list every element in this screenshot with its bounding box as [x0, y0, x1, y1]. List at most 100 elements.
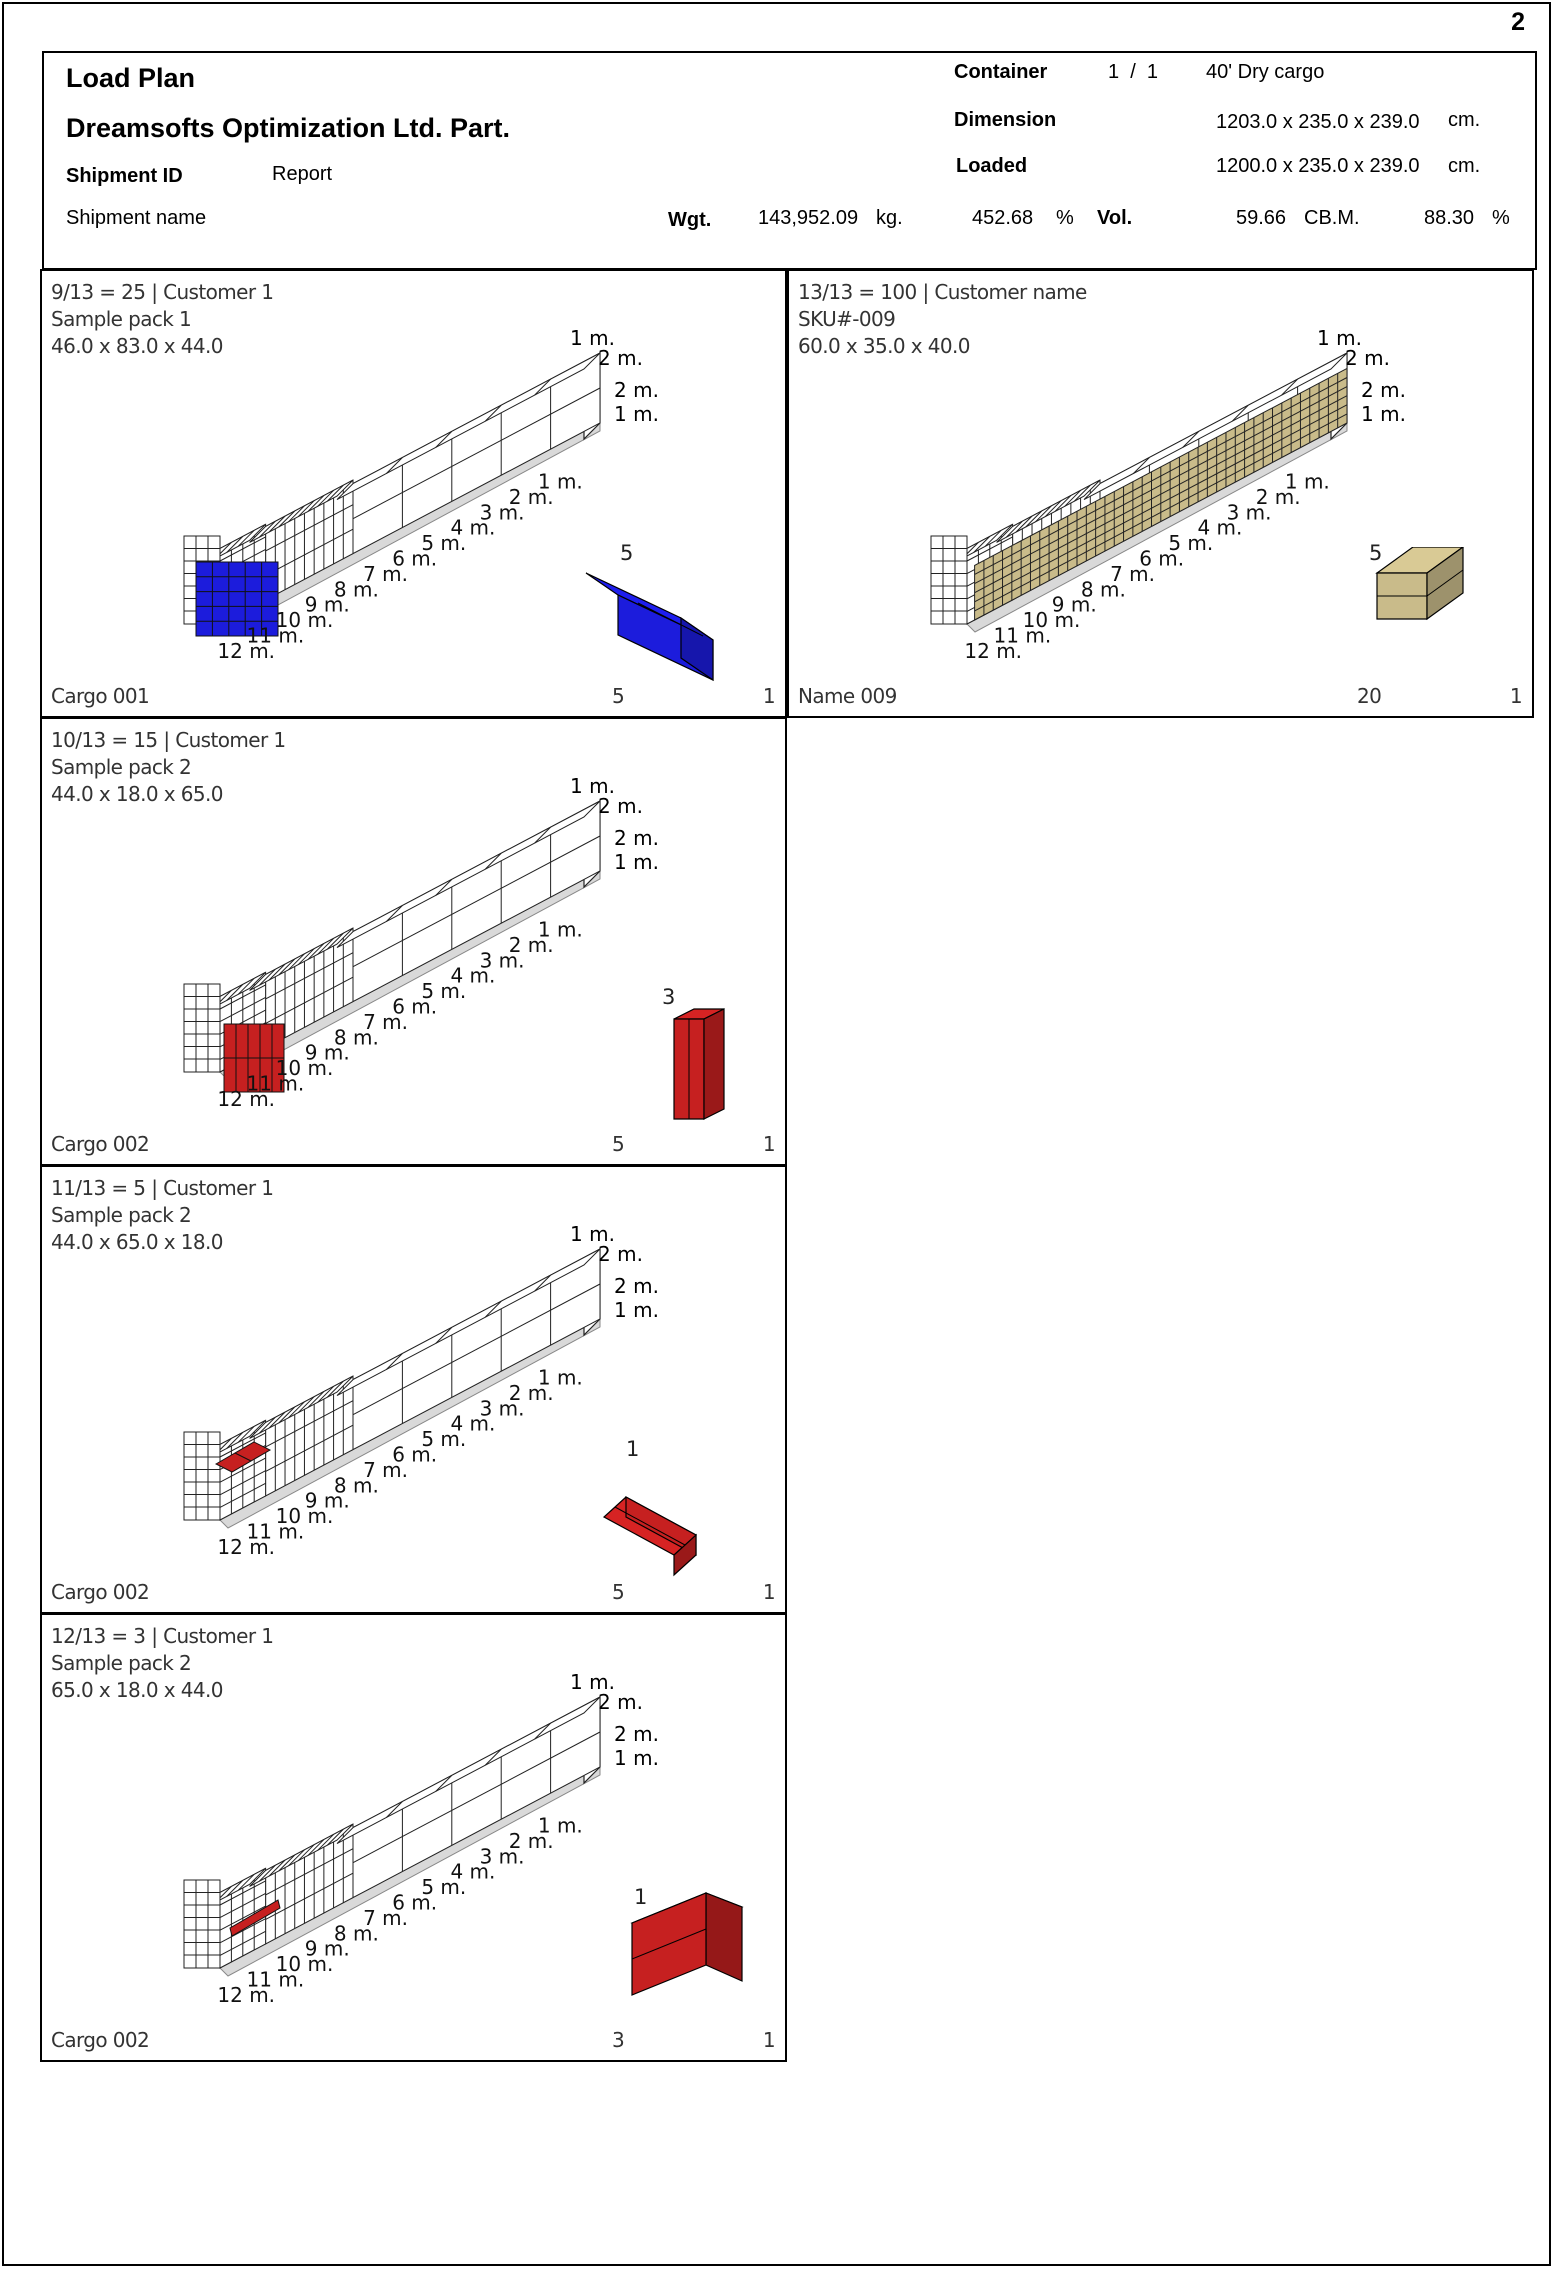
highlight-cargo-block	[229, 1899, 281, 1937]
cargo-quantity: 20	[1357, 684, 1382, 708]
length-tick-label: 9 m.	[305, 593, 350, 617]
cargo-side-near-grid	[219, 1482, 266, 1508]
container-3d-view: 1 m.2 m.3 m.4 m.5 m.6 m.7 m.8 m.9 m.10 m…	[930, 326, 1406, 663]
cargo-top-far	[336, 352, 601, 501]
cargo-sequence: 9/13 = 25 | Customer 1	[51, 280, 274, 304]
length-tick-label: 11 m.	[247, 624, 305, 648]
height-tick-label: 2 m.	[614, 826, 659, 850]
length-tick-label: 12 m.	[217, 639, 275, 663]
cargo-sequence: 10/13 = 15 | Customer 1	[51, 728, 286, 752]
length-tick-label: 2 m.	[509, 933, 554, 957]
cargo-top-mid-grid	[258, 968, 276, 986]
cargo-panel-5: 1 m.2 m.3 m.4 m.5 m.6 m.7 m.8 m.9 m.10 m…	[40, 1613, 787, 2062]
report-header: Load Plan Dreamsofts Optimization Ltd. P…	[42, 51, 1537, 270]
cargo-top-far-grid	[435, 1327, 453, 1344]
length-tick-label: 5 m.	[421, 979, 466, 1003]
width-tick-label: 2 m.	[598, 1690, 643, 1714]
cargo-side-far-grid	[352, 387, 601, 520]
cargo-top-near-grid	[237, 1873, 255, 1891]
shipment-id-label: Shipment ID	[66, 165, 183, 187]
length-tick-label: 6 m.	[392, 1443, 437, 1467]
cargo-quantity: 5	[612, 684, 625, 708]
cargo-top-near-grid	[973, 535, 991, 553]
volume-value: 59.66	[1236, 207, 1287, 229]
cargo-top-mid-grid	[288, 953, 305, 971]
weight-percent-unit: %	[1056, 207, 1074, 229]
cargo-top-mid-grid	[1044, 500, 1062, 518]
length-tick-label: 10 m.	[276, 1504, 334, 1528]
cargo-top-mid-grid	[297, 1844, 315, 1862]
length-tick-label: 8 m.	[334, 1025, 379, 1049]
cargo-side-far-grid	[352, 835, 601, 968]
cargo-top-far-grid	[1182, 431, 1200, 448]
cargo-top-mid-grid	[317, 1386, 334, 1403]
cargo-dimensions: 60.0 x 35.0 x 40.0	[798, 334, 971, 358]
height-tick-label: 1 m.	[614, 1746, 659, 1770]
cargo-top-mid-grid	[288, 505, 305, 523]
length-tick-label: 7 m.	[363, 1010, 408, 1034]
cargo-box-preview	[602, 1495, 698, 1577]
box-side	[705, 1892, 743, 1982]
cargo-dimensions: 44.0 x 65.0 x 18.0	[51, 1230, 224, 1254]
box-divider	[614, 1506, 686, 1546]
highlight-cargo-side-grid	[974, 413, 1348, 612]
page-number: 2	[1511, 8, 1525, 36]
length-tick-label: 3 m.	[1227, 500, 1272, 524]
container-3d-view: 1 m.2 m.3 m.4 m.5 m.6 m.7 m.8 m.9 m.10 m…	[183, 774, 659, 1111]
container-label: Container	[954, 61, 1048, 83]
cargo-side-near-grid	[219, 1930, 266, 1956]
cargo-top-far-grid	[386, 1801, 403, 1818]
length-tick-label: 9 m.	[305, 1041, 350, 1065]
cargo-top-mid-grid	[278, 958, 296, 976]
cargo-top-mid-grid	[326, 484, 344, 502]
height-tick-label: 1 m.	[1361, 402, 1406, 426]
height-tick-label: 2 m.	[1361, 378, 1406, 402]
cargo-top-far-grid	[534, 1274, 551, 1292]
length-tick-label: 4 m.	[1197, 516, 1242, 540]
cargo-side-near-grid	[219, 984, 266, 1010]
cargo-top-near-grid	[237, 1425, 255, 1443]
cargo-dimensions: 44.0 x 18.0 x 65.0	[51, 782, 224, 806]
box-side	[673, 1533, 697, 1577]
cargo-top-mid-grid	[297, 948, 315, 966]
highlight-cargo-block	[195, 561, 279, 637]
cargo-layer: 1	[762, 1132, 776, 1156]
length-tick-label: 8 m.	[334, 577, 379, 601]
cargo-top-near-grid	[237, 977, 255, 995]
volume-unit: CB.M.	[1304, 207, 1360, 229]
cargo-top-mid-grid	[297, 1396, 315, 1414]
weight-label: Wgt.	[668, 209, 712, 231]
length-tick-label: 2 m.	[1256, 485, 1301, 509]
length-tick-label: 2 m.	[509, 1829, 554, 1853]
cargo-top-mid-grid	[288, 1401, 305, 1419]
cargo-top-near-grid	[237, 529, 255, 547]
weight-unit: kg.	[876, 207, 903, 229]
cargo-top-near-grid	[226, 983, 244, 1001]
length-tick-label: 4 m.	[450, 516, 495, 540]
width-tick-label: 1 m.	[570, 1670, 615, 1694]
container-count: 1 / 1	[1108, 61, 1159, 83]
cargo-top-mid-grid	[278, 1854, 296, 1872]
length-tick-label: 11 m.	[247, 1520, 305, 1544]
volume-percent: 88.30	[1424, 207, 1475, 229]
length-tick-label: 5 m.	[421, 531, 466, 555]
length-tick-label: 10 m.	[276, 608, 334, 632]
cargo-side-mid-grid	[265, 976, 354, 1024]
length-tick-label: 12 m.	[964, 639, 1022, 663]
cargo-top-mid-grid	[268, 963, 286, 981]
cargo-side-mid-grid	[265, 1424, 354, 1472]
cargo-top-mid-grid	[258, 1864, 276, 1882]
shipment-id-value: Report	[272, 163, 333, 185]
dimension-value: 1203.0 x 235.0 x 239.0	[1216, 111, 1420, 133]
cargo-top-mid-grid	[326, 1380, 344, 1398]
cargo-top-far-grid	[534, 826, 551, 844]
cargo-top-near-grid	[984, 529, 1002, 547]
cargo-top-far-grid	[1231, 404, 1249, 422]
cargo-top-far	[1083, 352, 1348, 501]
cargo-name: Cargo 002	[51, 1580, 150, 1604]
cargo-side-near-grid	[219, 1918, 266, 1944]
cargo-box-preview	[585, 572, 714, 682]
cargo-top-far-grid	[1281, 378, 1298, 396]
length-tick-label: 9 m.	[305, 1937, 350, 1961]
